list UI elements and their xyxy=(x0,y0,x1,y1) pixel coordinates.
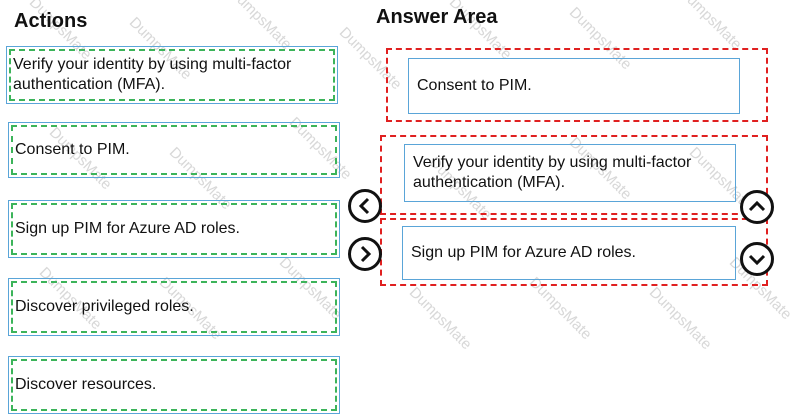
actions-heading: Actions xyxy=(14,10,88,32)
action-item-label: Verify your identity by using multi-fact… xyxy=(13,56,292,93)
answer-item-label: Consent to PIM. xyxy=(417,77,532,94)
move-down-button[interactable] xyxy=(740,242,774,276)
chevron-right-icon xyxy=(360,245,372,263)
action-item-label: Discover privileged roles. xyxy=(15,298,194,315)
chevron-left-icon xyxy=(358,197,370,215)
move-right-button[interactable] xyxy=(348,237,382,271)
answer-item-label: Sign up PIM for Azure AD roles. xyxy=(411,244,636,261)
action-item-label: Consent to PIM. xyxy=(15,141,130,158)
move-left-button[interactable] xyxy=(348,189,382,223)
action-item-sign-up-pim[interactable]: Sign up PIM for Azure AD roles. xyxy=(8,200,340,258)
answer-item-verify-mfa[interactable]: Verify your identity by using multi-fact… xyxy=(404,144,736,202)
action-item-discover-resources[interactable]: Discover resources. xyxy=(8,356,340,414)
answer-item-consent-pim[interactable]: Consent to PIM. xyxy=(408,58,740,114)
action-item-discover-roles[interactable]: Discover privileged roles. xyxy=(8,278,340,336)
action-item-consent-pim[interactable]: Consent to PIM. xyxy=(8,122,340,178)
chevron-up-icon xyxy=(748,200,766,212)
answer-item-sign-up-pim[interactable]: Sign up PIM for Azure AD roles. xyxy=(402,226,736,280)
move-up-button[interactable] xyxy=(740,190,774,224)
action-item-verify-mfa[interactable]: Verify your identity by using multi-fact… xyxy=(6,46,338,104)
action-item-label: Sign up PIM for Azure AD roles. xyxy=(15,220,240,237)
answer-area-heading: Answer Area xyxy=(376,6,498,28)
chevron-down-icon xyxy=(748,254,766,266)
action-item-label: Discover resources. xyxy=(15,376,157,393)
answer-item-label: Verify your identity by using multi-fact… xyxy=(413,154,692,191)
